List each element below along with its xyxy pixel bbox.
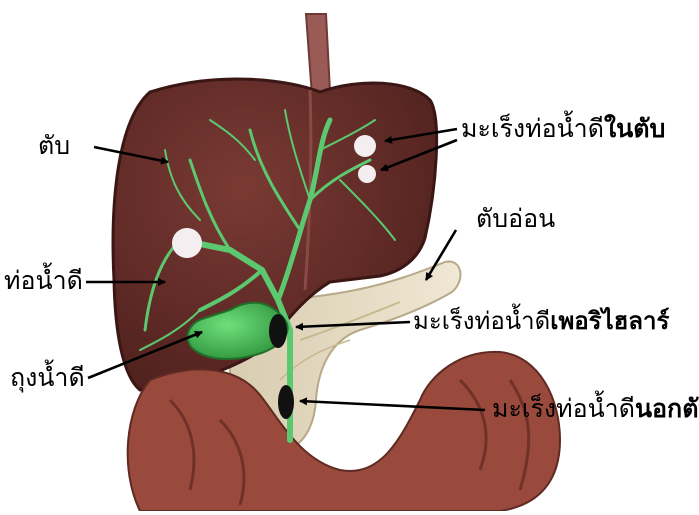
label-intrahepatic: มะเร็งท่อน้ำดีในตับ xyxy=(461,116,665,141)
label-pancreas: ตับอ่อน xyxy=(476,206,555,231)
label-perihilar-prefix: มะเร็งท่อน้ำดี xyxy=(413,307,550,335)
label-intrahepatic-prefix: มะเร็งท่อน้ำดี xyxy=(461,114,604,143)
label-perihilar-suffix: เพอริไฮลาร์ xyxy=(550,307,669,335)
label-bile-duct: ท่อน้ำดี xyxy=(4,268,83,293)
tumor-intrahepatic-2 xyxy=(358,165,376,183)
tumor-intrahepatic-3 xyxy=(172,228,202,258)
label-liver: ตับ xyxy=(38,133,70,158)
label-gallbladder: ถุงน้ำดี xyxy=(10,365,85,390)
esophagus xyxy=(306,14,330,96)
label-perihilar: มะเร็งท่อน้ำดีเพอริไฮลาร์ xyxy=(413,309,669,333)
tumor-extrahepatic xyxy=(278,385,294,419)
intestine-shape xyxy=(128,352,560,511)
label-extrahepatic: มะเร็งท่อน้ำดีนอกตับ xyxy=(492,396,699,421)
label-extrahepatic-prefix: มะเร็งท่อน้ำดี xyxy=(492,394,635,423)
tumor-perihilar xyxy=(269,314,287,348)
label-intrahepatic-suffix: ในตับ xyxy=(604,114,665,143)
tumor-intrahepatic-1 xyxy=(354,135,376,157)
label-extrahepatic-suffix: นอกตับ xyxy=(635,394,699,423)
